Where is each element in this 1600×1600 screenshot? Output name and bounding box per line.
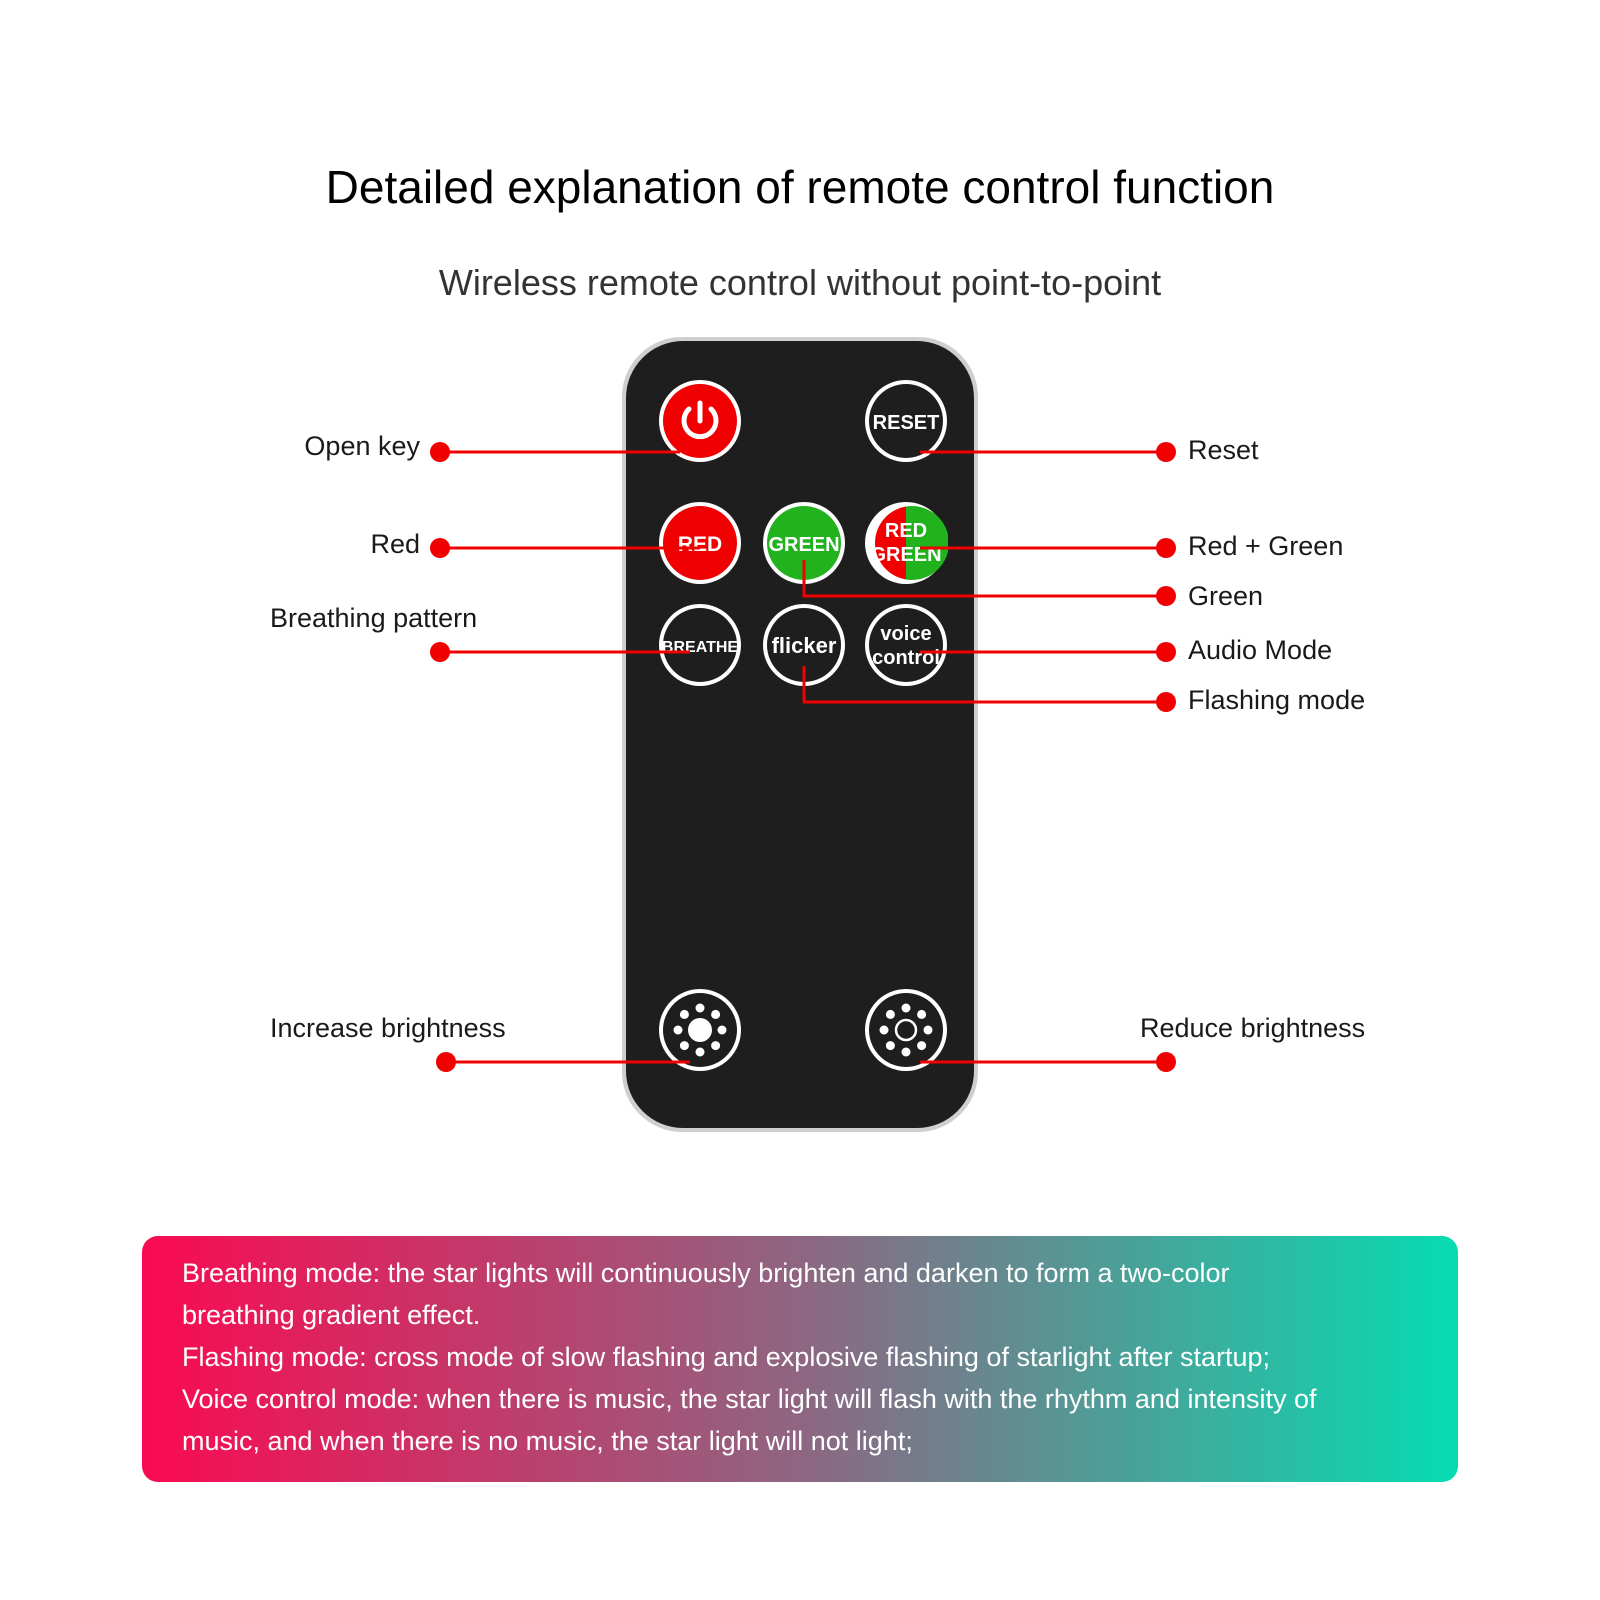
callout-reduce-brightness: Reduce brightness (1140, 1013, 1366, 1043)
callout-lines (440, 450, 1164, 1064)
green-leader (802, 560, 1164, 598)
voice-button-label-top: voice (880, 623, 931, 645)
red-green-button-label-top: RED (885, 520, 927, 542)
callout-open-key: Open key (304, 431, 420, 461)
callout-dots (430, 442, 1176, 1072)
mode-description-panel: Breathing mode: the star lights will con… (142, 1236, 1458, 1482)
power-icon (681, 400, 719, 440)
brightness-up-icon (673, 1003, 727, 1057)
callout-breathing-pattern: Breathing pattern (270, 603, 478, 633)
green-button[interactable]: GREEN (763, 502, 845, 584)
red-green-button[interactable]: RED GREEN (865, 502, 949, 584)
callout-red: Red (370, 529, 420, 559)
page-title: Detailed explanation of remote control f… (325, 161, 1275, 213)
callout-flashing-mode: Flashing mode (1188, 685, 1366, 715)
flicker-button-label: flicker (772, 633, 837, 658)
info-line: breathing gradient effect. (182, 1300, 481, 1330)
voice-control-button[interactable]: voice control (865, 604, 947, 686)
callout-increase-brightness: Increase brightness (270, 1013, 506, 1043)
flicker-button[interactable]: flicker (763, 604, 845, 686)
brightness-down-icon (879, 1003, 933, 1057)
info-line: Voice control mode: when there is music,… (182, 1384, 1317, 1414)
info-line: music, and when there is no music, the s… (182, 1426, 913, 1456)
callout-red-green: Red + Green (1188, 531, 1344, 561)
breathe-button[interactable]: BREATHE (659, 604, 741, 686)
red-button-label: RED (678, 533, 722, 556)
callout-audio-mode: Audio Mode (1188, 635, 1333, 665)
green-button-label: GREEN (768, 534, 839, 556)
callout-green: Green (1188, 581, 1264, 611)
voice-button-label-bottom: control (872, 647, 940, 669)
power-button[interactable] (659, 380, 741, 462)
reset-button-label: RESET (873, 412, 940, 434)
reset-button[interactable]: RESET (865, 380, 947, 462)
info-line: Breathing mode: the star lights will con… (182, 1258, 1230, 1288)
page-subtitle: Wireless remote control without point-to… (438, 262, 1162, 303)
info-line: Flashing mode: cross mode of slow flashi… (182, 1342, 1271, 1372)
red-button[interactable]: RED (659, 502, 741, 584)
callout-reset: Reset (1188, 435, 1259, 465)
reduce-brightness-button[interactable] (865, 989, 947, 1071)
flashing-leader (802, 666, 1164, 704)
increase-brightness-button[interactable] (659, 989, 741, 1071)
